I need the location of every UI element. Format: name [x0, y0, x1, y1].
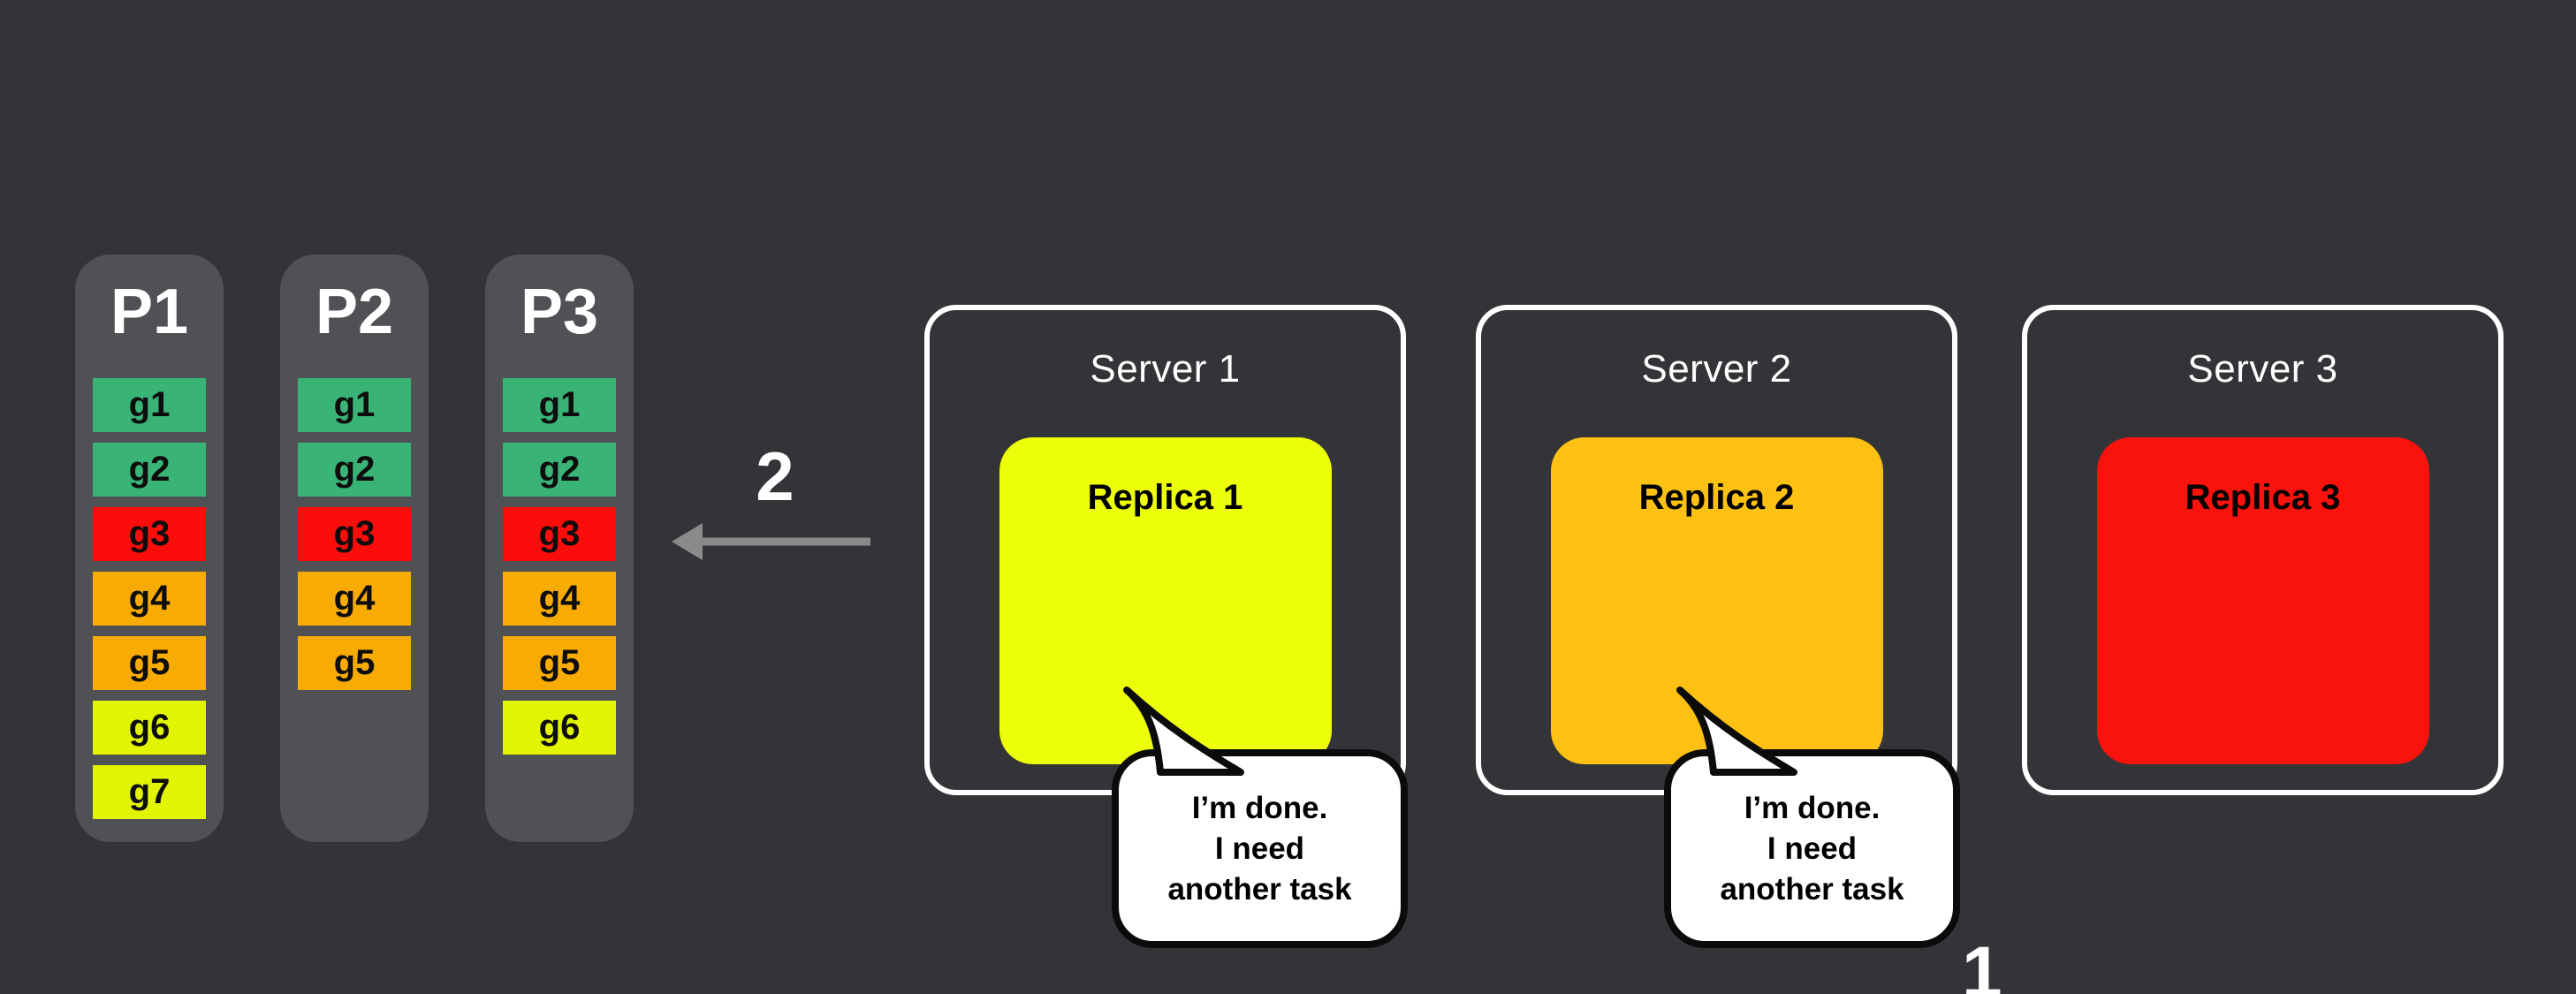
speech-line: I need [1767, 831, 1858, 866]
task-g5: g5 [93, 636, 206, 690]
speech-line: I’m done. [1191, 790, 1328, 825]
task-g3: g3 [93, 507, 206, 561]
task-g2: g2 [298, 443, 411, 497]
replica-label: Replica 1 [1087, 478, 1243, 517]
task-g2: g2 [503, 443, 616, 497]
server-title: Server 2 [1641, 347, 1792, 391]
partition-label: P3 [520, 277, 599, 347]
server-title: Server 1 [1090, 347, 1241, 391]
task-g4: g4 [93, 572, 206, 626]
speech-bubble-text: I’m done. I need another task [1720, 788, 1904, 910]
task-list: g1 g2 g3 g4 g5 g6 g7 [93, 378, 206, 819]
replica-box-3: Replica 3 [2096, 437, 2429, 764]
task-g5: g5 [503, 636, 616, 690]
replica-label: Replica 2 [1638, 478, 1795, 517]
task-g6: g6 [503, 701, 616, 755]
speech-bubble-1: I’m done. I need another task [1112, 749, 1408, 948]
task-g7: g7 [93, 765, 206, 819]
task-g6: g6 [93, 701, 206, 755]
partition-p3: P3 g1 g2 g3 g4 g5 g6 [485, 254, 634, 842]
server-box-3: Server 3 Replica 3 [2022, 305, 2504, 795]
task-g5: g5 [298, 636, 411, 690]
speech-bubble-text: I’m done. I need another task [1167, 788, 1351, 910]
task-g3: g3 [298, 507, 411, 561]
replica-box-1: Replica 1 [999, 437, 1332, 764]
server-box-2: Server 2 Replica 2 [1476, 305, 1957, 795]
partition-p1: P1 g1 g2 g3 g4 g5 g6 g7 [75, 254, 224, 842]
task-g1: g1 [503, 378, 616, 432]
speech-line: I’m done. [1744, 790, 1881, 825]
step-1-label: 1 [1962, 932, 2002, 994]
task-g4: g4 [298, 572, 411, 626]
partition-label: P2 [315, 277, 394, 347]
speech-bubble-2: I’m done. I need another task [1664, 749, 1960, 948]
replica-box-2: Replica 2 [1550, 437, 1883, 764]
task-g2: g2 [93, 443, 206, 497]
task-g1: g1 [93, 378, 206, 432]
task-g3: g3 [503, 507, 616, 561]
server-box-1: Server 1 Replica 1 [924, 305, 1406, 795]
server-title: Server 3 [2187, 347, 2338, 391]
task-g4: g4 [503, 572, 616, 626]
replica-label: Replica 3 [2185, 478, 2341, 517]
arrow-left-icon [672, 523, 870, 560]
task-g1: g1 [298, 378, 411, 432]
partition-p2: P2 g1 g2 g3 g4 g5 [280, 254, 429, 842]
step-2-label: 2 [756, 437, 794, 515]
task-list: g1 g2 g3 g4 g5 g6 [503, 378, 616, 755]
speech-line: another task [1167, 871, 1352, 907]
speech-line: another task [1720, 871, 1904, 907]
task-list: g1 g2 g3 g4 g5 [298, 378, 411, 690]
partition-label: P1 [110, 277, 189, 347]
speech-line: I need [1214, 831, 1305, 866]
